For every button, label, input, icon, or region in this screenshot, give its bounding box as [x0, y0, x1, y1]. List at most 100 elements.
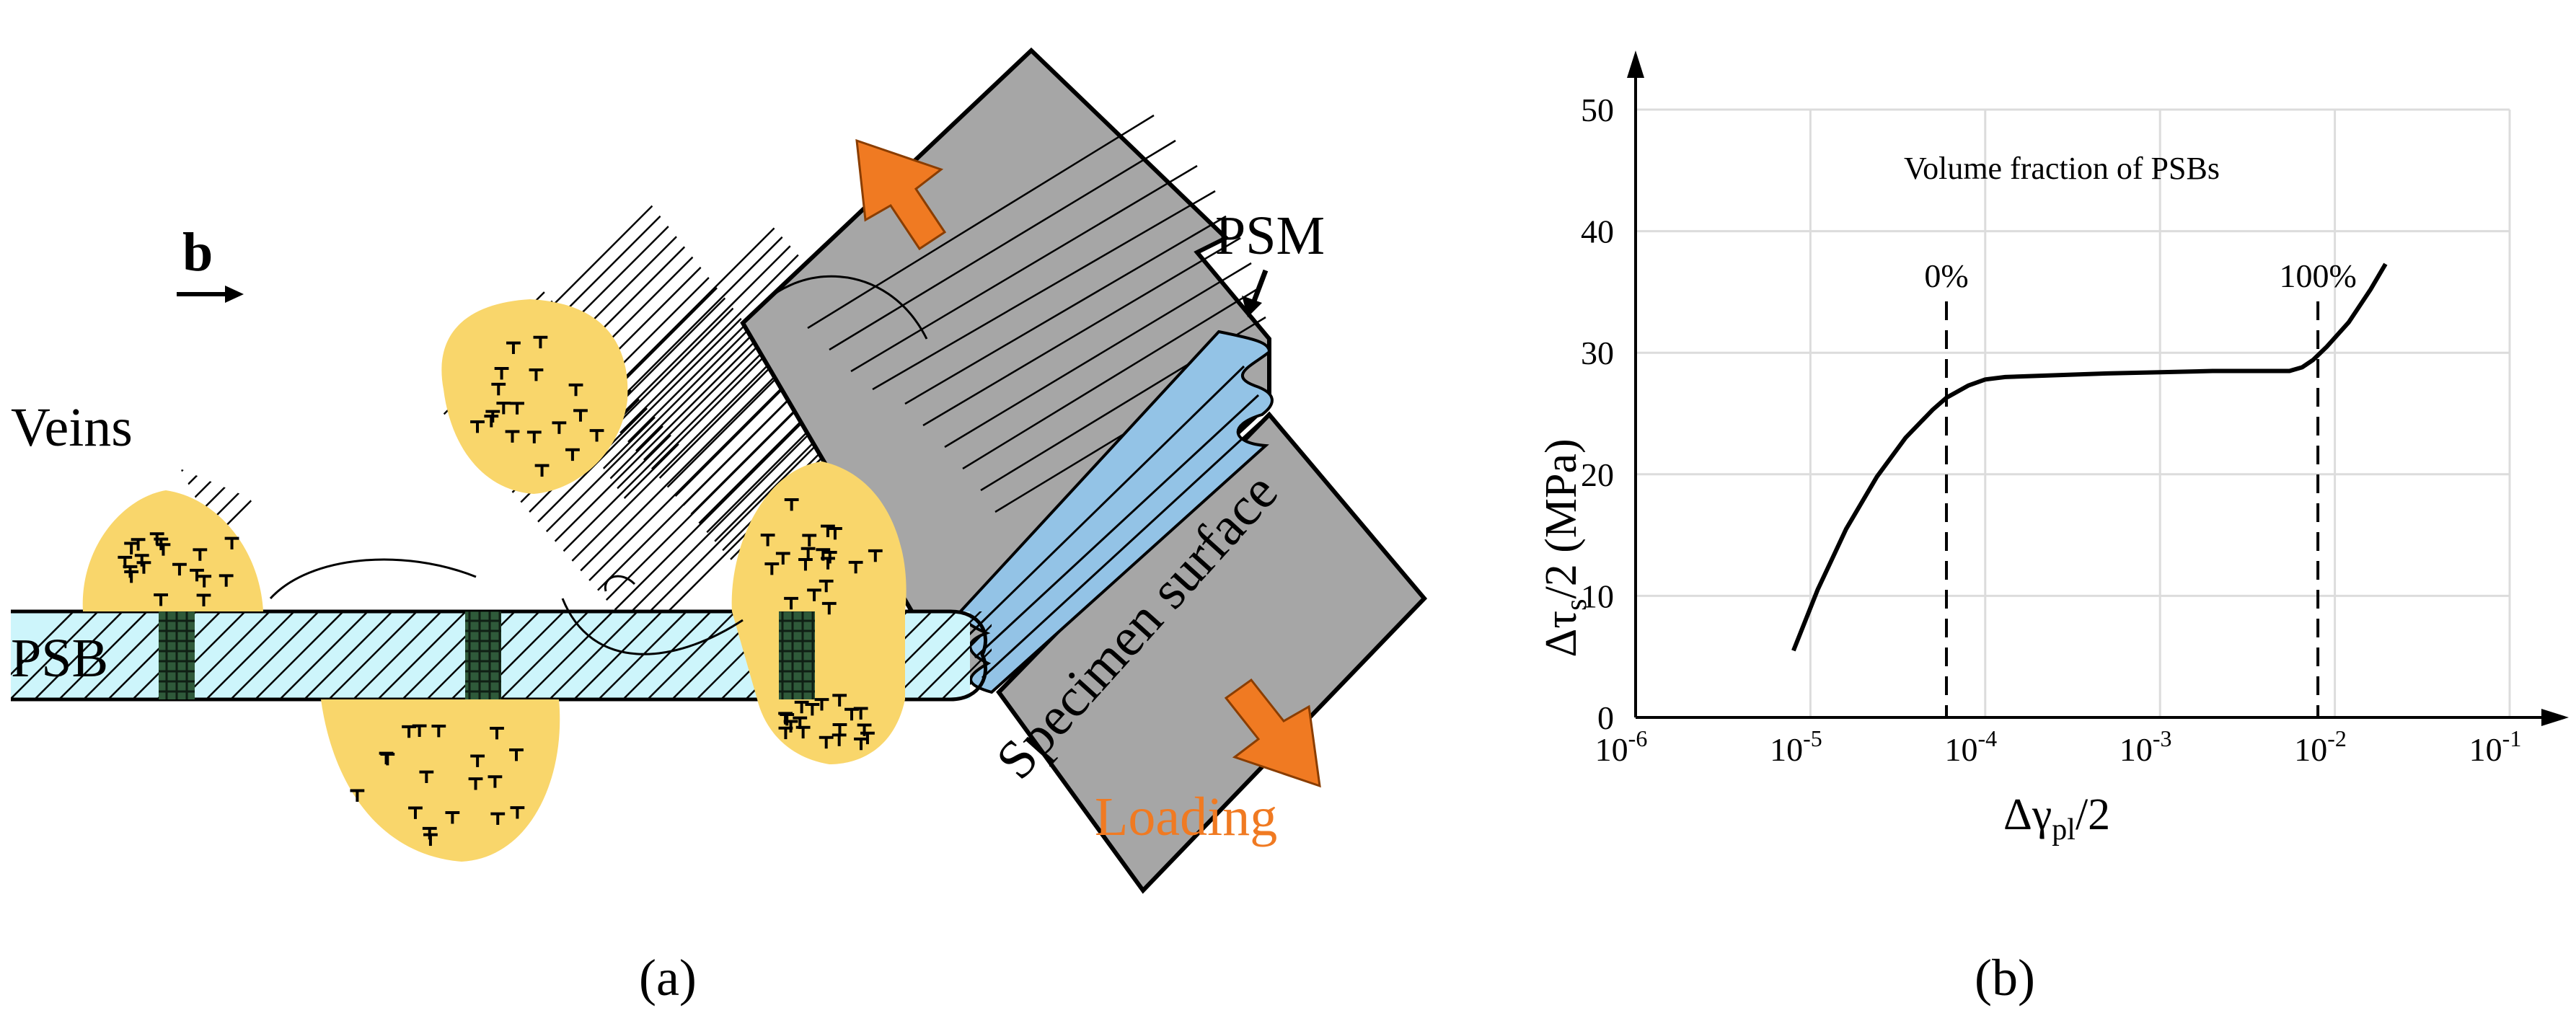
- dislocation-symbol: [794, 700, 809, 714]
- slip-lines-in-specimen: [807, 114, 1270, 513]
- dislocation-symbol: [379, 751, 394, 764]
- dislocation-symbol: [854, 737, 868, 751]
- psb-slip-line: [11, 611, 100, 699]
- panel-b-caption: (b): [1975, 949, 2035, 1007]
- x-tick-label: 10-2: [2294, 725, 2347, 768]
- dislocation-symbol: [470, 754, 485, 767]
- dislocation-symbol: [219, 574, 234, 587]
- psb-wall-right: [779, 611, 815, 699]
- dislocation-symbol: [485, 410, 500, 423]
- dislocation-symbol: [784, 596, 798, 610]
- dislocation-symbol: [510, 402, 524, 415]
- dislocation-symbol: [533, 335, 548, 349]
- psb-slip-line: [278, 611, 369, 699]
- psb-slip-line: [352, 611, 443, 699]
- chart-gridlines: [1636, 108, 2511, 717]
- dislocation-symbol: [488, 775, 503, 788]
- x-tick-label: 10-5: [1770, 725, 1822, 768]
- dislocation-symbol: [784, 498, 799, 511]
- psb-outline: [11, 609, 987, 702]
- psb-slip-line: [646, 611, 737, 699]
- dislocation-symbol: [509, 748, 524, 761]
- dislocation-symbol: [484, 415, 499, 428]
- dislocation-symbol: [828, 526, 842, 540]
- vein-center-lower: [321, 699, 560, 862]
- psb-slip-line: [573, 611, 663, 699]
- dislocation-symbol: [821, 524, 835, 537]
- psm-label: PSM: [1215, 205, 1325, 266]
- y-tick-label: 30: [1581, 335, 1614, 371]
- panel-a-schematic: b Veins PSB PSM Specimen surface Loading…: [11, 47, 1428, 1007]
- psb-slip-lines: [11, 611, 992, 699]
- dislocation-symbol: [795, 725, 811, 739]
- dislocation-symbol: [412, 724, 427, 737]
- psb-slip-line: [597, 611, 688, 699]
- psb-slip-line: [622, 611, 713, 699]
- dislocation-symbol: [844, 707, 859, 721]
- psb-slip-line: [548, 611, 639, 699]
- dislocation-symbol: [589, 429, 604, 442]
- dislocation-symbol: [832, 733, 847, 746]
- loading-label: Loading: [1095, 787, 1277, 847]
- dislocation-symbol: [832, 694, 847, 707]
- dislocation-symbol: [800, 547, 816, 560]
- dislocation-symbol: [154, 593, 168, 606]
- x-tick-label: 10-4: [1944, 725, 1997, 768]
- psb-slip-line: [327, 611, 418, 699]
- dislocation-symbol: [408, 806, 423, 819]
- slip-line: [404, 184, 707, 534]
- dislocation-symbol: [156, 543, 171, 556]
- psb-wall-center: [465, 611, 501, 699]
- y-tick-label: 20: [1581, 456, 1614, 493]
- dislocation-symbols: [118, 335, 883, 847]
- dislocation-symbol: [565, 448, 580, 461]
- dislocation-symbol: [423, 833, 438, 847]
- psb-slip-line: [499, 611, 590, 699]
- chart-title: Volume fraction of PSBs: [1904, 151, 2220, 186]
- psm-layer-lines: [966, 365, 1262, 679]
- x-axis-arrowhead: [2541, 709, 2569, 726]
- dislocation-symbol: [526, 430, 542, 443]
- x-tick-label: 10-1: [2469, 725, 2522, 768]
- psb-slip-line: [303, 611, 394, 699]
- dislocation-symbol: [491, 382, 506, 396]
- dislocation-symbol: [496, 402, 511, 415]
- y-tick-label: 10: [1581, 578, 1614, 614]
- dislocation-symbol: [802, 534, 817, 547]
- dislocation-symbol: [573, 409, 588, 422]
- dislocation-symbol: [552, 421, 567, 434]
- vein-right: [731, 461, 907, 764]
- dislocation-symbol: [822, 551, 837, 564]
- dislocation-symbol: [196, 593, 211, 606]
- dislocation-symbol: [819, 579, 834, 593]
- chart-x-axis-label: Δγpl/2: [2003, 790, 2110, 847]
- psb-slip-line: [254, 611, 345, 699]
- dislocation-symbol: [534, 464, 550, 477]
- dislocation-symbol: [821, 601, 837, 615]
- dislocation-symbol: [136, 561, 151, 574]
- dislocation-symbol: [131, 538, 146, 551]
- dislocation-symbol: [470, 420, 485, 433]
- vein-left: [82, 490, 263, 611]
- dislocation-symbol: [857, 723, 872, 736]
- psb-slip-line: [524, 611, 614, 699]
- dislocation-symbol: [494, 367, 509, 380]
- psb-slip-line: [33, 611, 124, 699]
- burgers-vector-arrow: [177, 286, 244, 303]
- dislocation-symbol: [124, 542, 139, 554]
- dislocation-symbol: [775, 552, 790, 565]
- psb-slip-line: [916, 624, 992, 699]
- psb-slip-line: [205, 611, 296, 699]
- psb-wall-left: [159, 611, 195, 699]
- slip-line: [404, 184, 707, 534]
- dislocation-symbol: [760, 534, 775, 547]
- chart-axes: [1627, 50, 2569, 726]
- dislocation-symbol: [224, 536, 239, 549]
- vein-center-upper: [441, 299, 628, 494]
- annotation-label: 100%: [2279, 257, 2356, 294]
- burgers-vector-label: b: [182, 222, 213, 283]
- dislocation-symbol: [816, 548, 831, 561]
